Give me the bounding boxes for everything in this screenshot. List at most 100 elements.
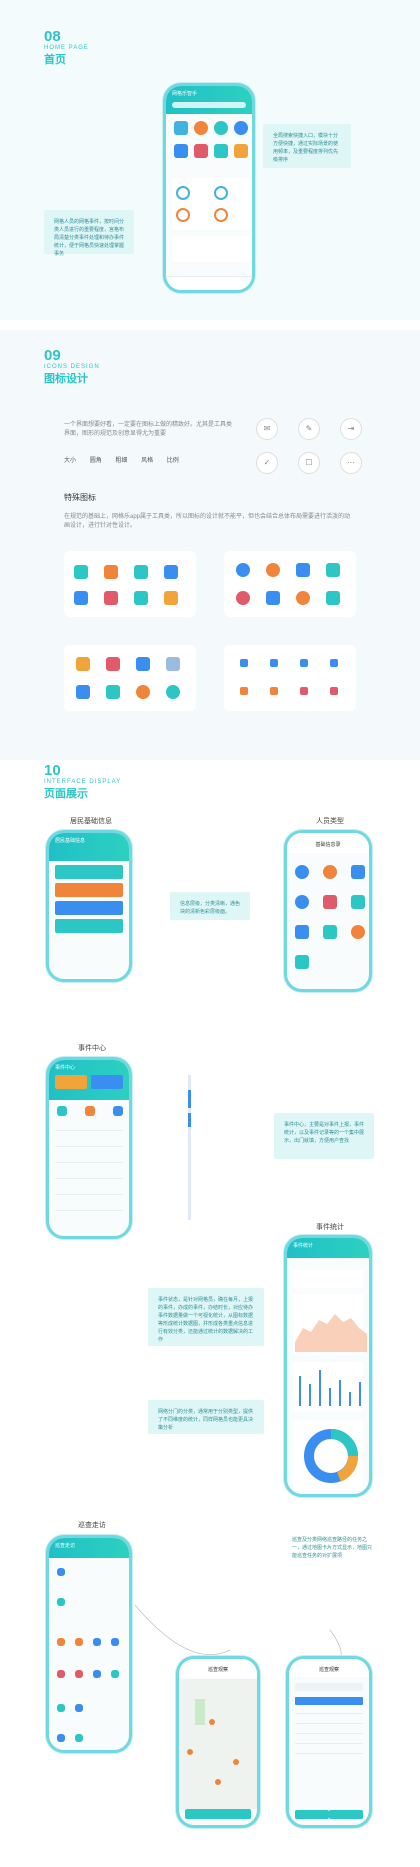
event-icon[interactable] bbox=[57, 1106, 67, 1116]
table-row[interactable] bbox=[295, 1723, 363, 1724]
map-action-button[interactable] bbox=[185, 1809, 251, 1819]
bar-chart bbox=[293, 1362, 363, 1412]
app-icon bbox=[136, 685, 150, 699]
section-number: 09 bbox=[44, 347, 61, 364]
bar-icon bbox=[326, 563, 340, 577]
person-type-icon[interactable] bbox=[323, 895, 337, 909]
patrol-icon[interactable] bbox=[57, 1598, 65, 1606]
stats-card bbox=[172, 178, 250, 230]
event-icon[interactable] bbox=[113, 1106, 123, 1116]
patrol-icon[interactable] bbox=[75, 1734, 83, 1742]
grid-icon[interactable] bbox=[174, 121, 188, 135]
grid-icon[interactable] bbox=[174, 144, 188, 158]
stat-ring bbox=[176, 186, 190, 200]
small-icon bbox=[240, 687, 248, 695]
patrol-icon[interactable] bbox=[75, 1670, 83, 1678]
tab-bar[interactable] bbox=[166, 276, 252, 290]
search-input[interactable] bbox=[172, 102, 246, 108]
grid-icon[interactable] bbox=[234, 144, 248, 158]
section-title-en: INTERFACE DISPLAY bbox=[44, 779, 122, 785]
grid-icon[interactable] bbox=[214, 144, 228, 158]
grid-icon[interactable] bbox=[194, 144, 208, 158]
stats-callout-2: 网络分门的分类，通常用于分别类型，提供了不同维度的统计，同样网格员也能更具决策分… bbox=[148, 1400, 264, 1434]
patrol-icon[interactable] bbox=[111, 1638, 119, 1646]
patrol-icon[interactable] bbox=[57, 1734, 65, 1742]
patrol-icon[interactable] bbox=[75, 1704, 83, 1712]
home-callout-right: 全局搜索快捷入口，模块十分方便快捷，通过实际场景的使用频率，及重要程度排列优先级… bbox=[263, 124, 351, 168]
event-report-button[interactable] bbox=[55, 1075, 87, 1089]
person-type-icon[interactable] bbox=[295, 955, 309, 969]
grid-icon[interactable] bbox=[194, 121, 208, 135]
map-pin-icon[interactable] bbox=[233, 1759, 239, 1765]
category-banner[interactable] bbox=[55, 919, 123, 933]
section-title-en: ICONS DESIGN bbox=[44, 364, 100, 370]
person-type-icon[interactable] bbox=[323, 865, 337, 879]
grid-icon[interactable] bbox=[234, 121, 248, 135]
patrol-icon[interactable] bbox=[111, 1670, 119, 1678]
category-banner[interactable] bbox=[55, 901, 123, 915]
table-row[interactable] bbox=[295, 1743, 363, 1744]
person-type-icon[interactable] bbox=[295, 925, 309, 939]
app-icon bbox=[76, 657, 90, 671]
map-pin-icon[interactable] bbox=[215, 1779, 221, 1785]
label-people: 人员类型 bbox=[316, 818, 344, 825]
small-icon bbox=[330, 687, 338, 695]
app-icon bbox=[76, 685, 90, 699]
icons-intro: 一个界面想要好看，一定要在图标上做的精致好。尤其是工具类界面，图形的规范及创意显… bbox=[64, 422, 233, 437]
patrol-icon[interactable] bbox=[57, 1568, 65, 1576]
patrol-icon[interactable] bbox=[57, 1638, 65, 1646]
list-table-header bbox=[295, 1697, 363, 1705]
app-icon bbox=[104, 591, 118, 605]
label-resident: 居民基础信息 bbox=[70, 818, 112, 825]
list-phone: 巡查观察 bbox=[286, 1656, 372, 1828]
tag: 圆角 bbox=[89, 458, 102, 464]
home-title: 网格乐智手 bbox=[172, 91, 198, 97]
grid-icon[interactable] bbox=[214, 121, 228, 135]
patrol-icon[interactable] bbox=[57, 1670, 65, 1678]
icons-section-bg bbox=[0, 330, 420, 760]
map-pin-icon[interactable] bbox=[187, 1749, 193, 1755]
person-type-icon[interactable] bbox=[351, 895, 365, 909]
patrol-icon[interactable] bbox=[75, 1638, 83, 1646]
person-type-icon[interactable] bbox=[351, 925, 365, 939]
list-search-input[interactable] bbox=[295, 1683, 363, 1691]
table-row[interactable] bbox=[295, 1713, 363, 1714]
sample-icon: ✉ bbox=[256, 418, 278, 440]
stat-ring bbox=[214, 186, 228, 200]
section-title-cn: 首页 bbox=[44, 54, 66, 66]
person-type-icon[interactable] bbox=[351, 865, 365, 879]
table-row[interactable] bbox=[295, 1733, 363, 1734]
patrol-title: 巡查走访 bbox=[55, 1543, 76, 1549]
patrol-icon[interactable] bbox=[93, 1670, 101, 1678]
small-icon bbox=[270, 687, 278, 695]
scroll-marker bbox=[188, 1113, 191, 1127]
map-park bbox=[195, 1699, 205, 1725]
patrol-icon[interactable] bbox=[57, 1704, 65, 1712]
person-type-icon[interactable] bbox=[323, 925, 337, 939]
person-type-icon[interactable] bbox=[295, 895, 309, 909]
list-title: 巡查观察 bbox=[318, 1667, 339, 1673]
app-icon bbox=[166, 685, 180, 699]
map-view[interactable] bbox=[179, 1679, 257, 1809]
section-number: 08 bbox=[44, 28, 61, 45]
event-stats-button[interactable] bbox=[91, 1075, 123, 1089]
event-icon[interactable] bbox=[85, 1106, 95, 1116]
category-banner[interactable] bbox=[55, 865, 123, 879]
sample-icon: ⋯ bbox=[340, 452, 362, 474]
list-action-button[interactable] bbox=[329, 1810, 363, 1819]
patrol-phone: 巡查走访 bbox=[46, 1535, 132, 1753]
list-action-button[interactable] bbox=[295, 1810, 329, 1819]
scroll-marker bbox=[188, 1090, 191, 1108]
small-icon bbox=[240, 659, 248, 667]
table-row[interactable] bbox=[295, 1753, 363, 1754]
stat-ring bbox=[214, 208, 228, 222]
people-icon bbox=[236, 591, 250, 605]
divider bbox=[55, 1210, 123, 1211]
sample-icon: ☐ bbox=[298, 452, 320, 474]
patrol-icon[interactable] bbox=[93, 1638, 101, 1646]
people-phone: 基础信息录 bbox=[284, 830, 372, 992]
map-pin-icon[interactable] bbox=[209, 1719, 215, 1725]
person-type-icon[interactable] bbox=[295, 865, 309, 879]
category-banner[interactable] bbox=[55, 883, 123, 897]
small-icon bbox=[330, 659, 338, 667]
